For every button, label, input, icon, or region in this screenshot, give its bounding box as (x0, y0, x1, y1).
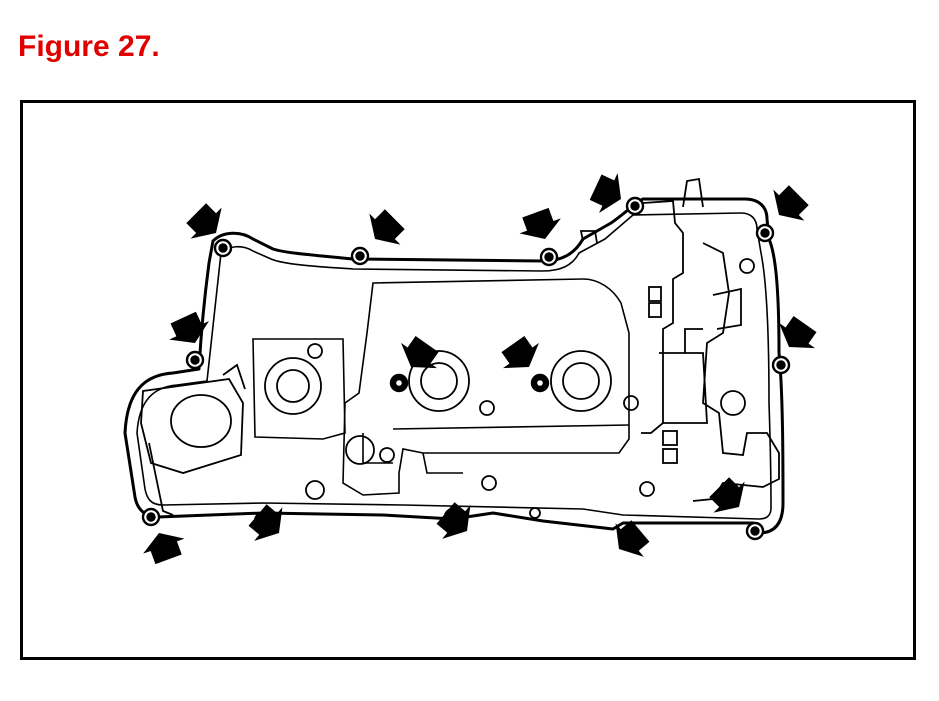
bolt-icon (745, 521, 765, 541)
cover-flange (136, 212, 772, 520)
valve-cover-diagram (123, 167, 824, 567)
bolt-icon (141, 507, 161, 527)
arrow-icon (138, 525, 190, 567)
figure-frame (20, 100, 916, 660)
bolt-icon (755, 223, 775, 243)
arrow-icon (586, 167, 631, 219)
bolt-icon (539, 247, 559, 267)
cover-left-end (140, 363, 246, 516)
arrow-icon (514, 205, 566, 247)
bolt-icon (213, 238, 233, 258)
arrow-icon (763, 179, 815, 231)
arrow-icon (431, 496, 482, 548)
arrow-icon (163, 308, 215, 353)
arrow-icon (359, 203, 411, 255)
bolt-icon (389, 373, 409, 393)
arrow-icon (494, 331, 548, 380)
figure-title: Figure 27. (18, 30, 160, 63)
bolt-icon (625, 196, 645, 216)
bolt-icon (771, 355, 791, 375)
bolt-icon (350, 246, 370, 266)
bolt-icon (530, 373, 550, 393)
arrow-icon (392, 331, 446, 380)
cover-center-section (252, 278, 630, 496)
cover-right-end (579, 177, 780, 502)
arrow-icon (243, 498, 294, 550)
arrow-icon (703, 471, 755, 523)
cover-bosses (264, 258, 755, 519)
bolt-icon (185, 350, 205, 370)
